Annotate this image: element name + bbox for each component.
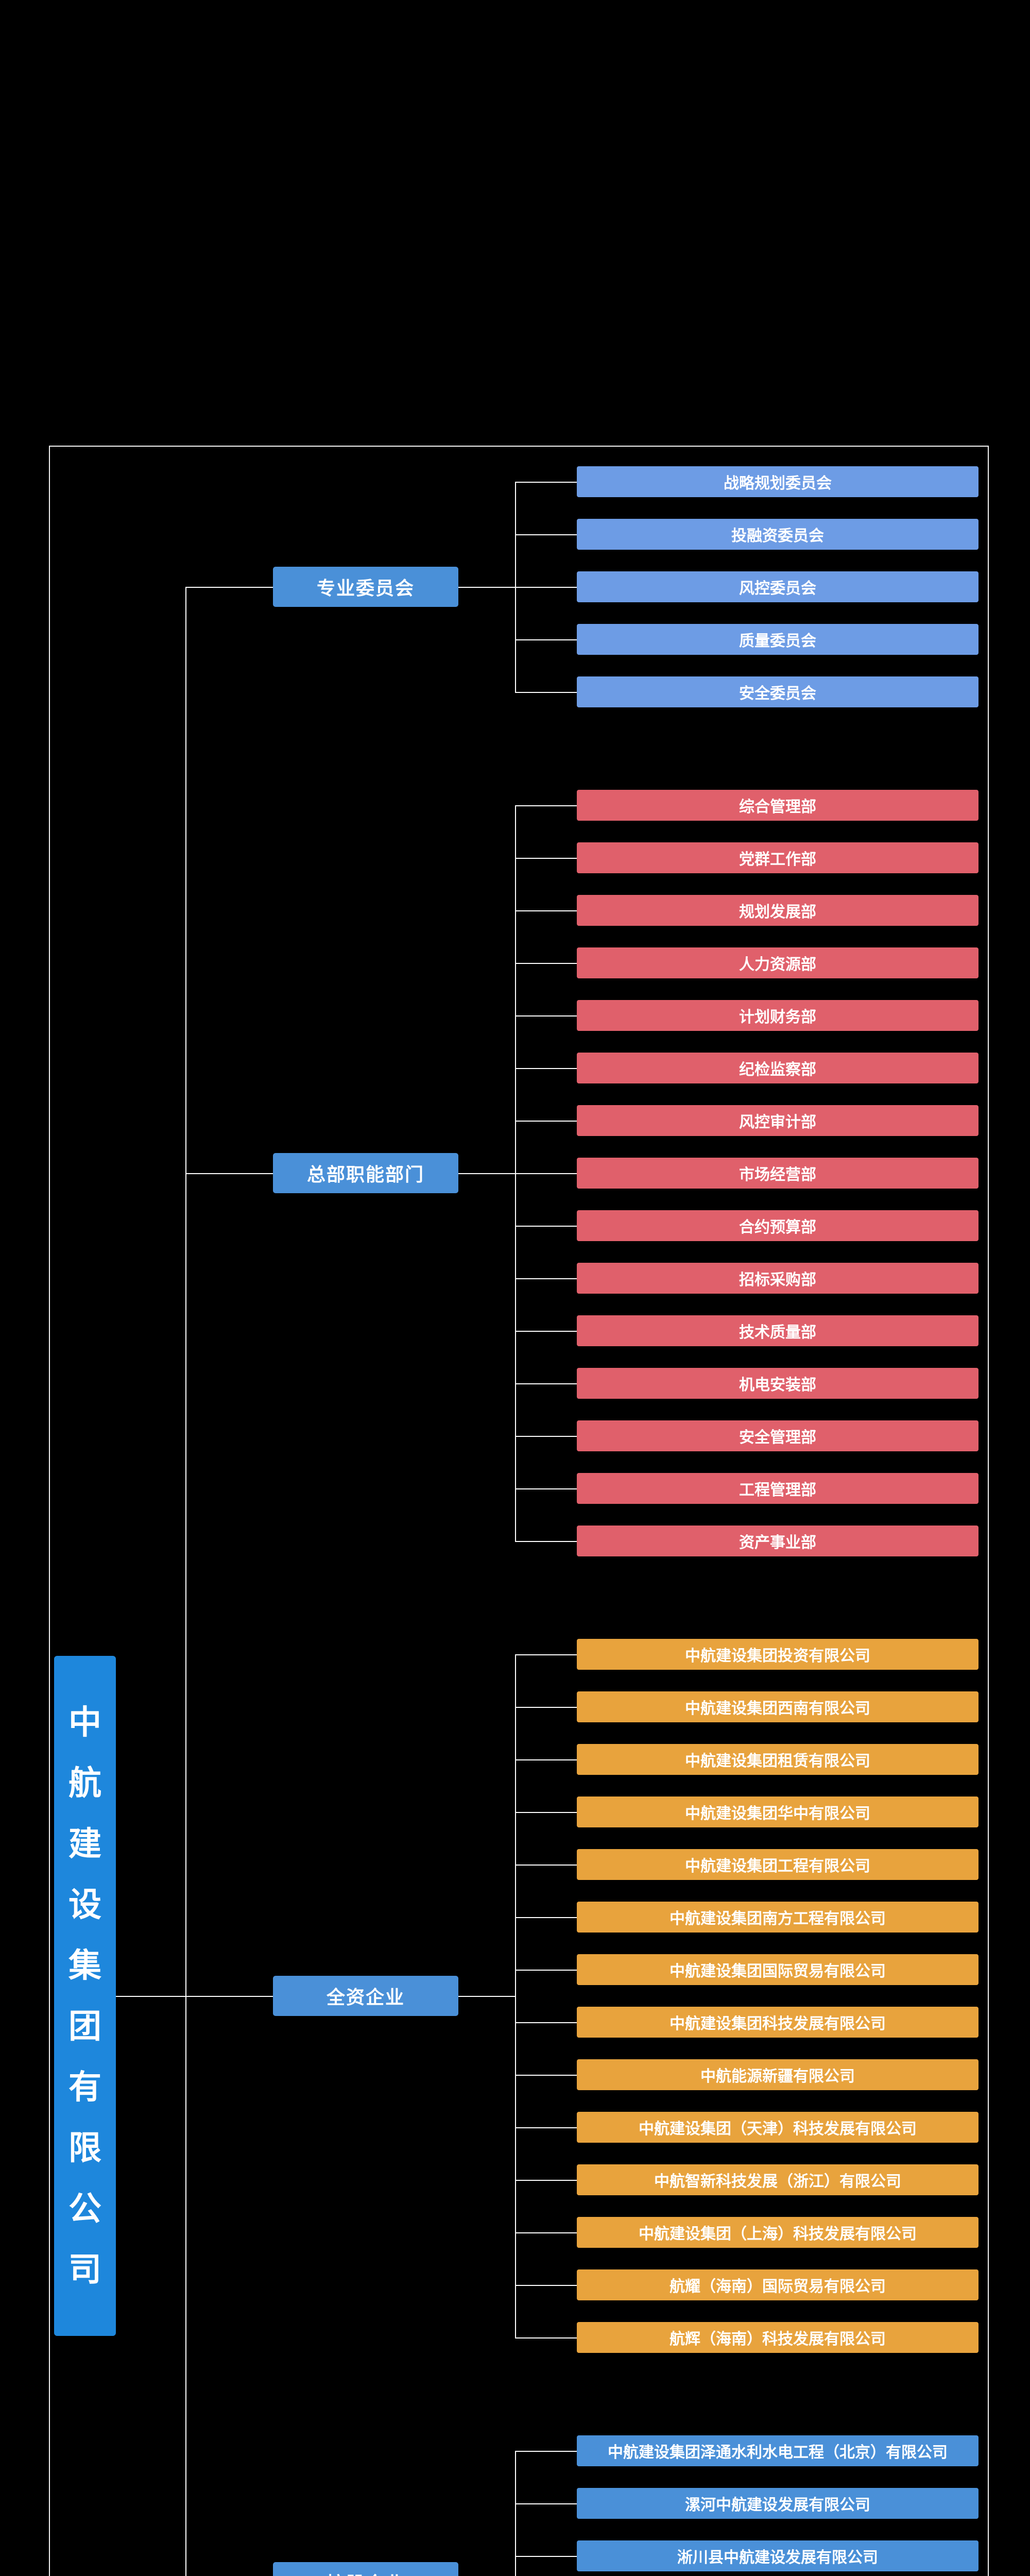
org-node: 漯河中航建设发展有限公司 (515, 2488, 978, 2519)
org-node: 规划发展部 (515, 895, 978, 926)
org-node: 工程管理部 (515, 1473, 978, 1504)
org-node: 中航建设集团投资有限公司 (515, 1639, 978, 1670)
org-node: 中航能源新疆有限公司 (515, 2059, 978, 2090)
org-node: 安全委员会 (515, 676, 978, 707)
org-node: 中航建设集团工程有限公司 (515, 1849, 978, 1880)
org-node: 中航建设集团泽通水利水电工程（北京）有限公司 (515, 2435, 978, 2466)
org-node: 航耀（海南）国际贸易有限公司 (515, 2269, 978, 2300)
org-node: 市场经营部 (515, 1158, 978, 1189)
org-node: 安全管理部 (515, 1420, 978, 1451)
chart-border (49, 446, 989, 2576)
org-node: 纪检监察部 (515, 1053, 978, 1083)
org-node: 中航建设集团国际贸易有限公司 (515, 1954, 978, 1985)
org-node: 中航建设集团华中有限公司 (515, 1797, 978, 1827)
org-node: 技术质量部 (515, 1315, 978, 1346)
org-node: 风控委员会 (515, 571, 978, 602)
children-list: 中航建设集团投资有限公司 中航建设集团西南有限公司 中航建设集团租赁有限公司 中… (515, 1639, 978, 2353)
org-node: 风控审计部 (515, 1105, 978, 1136)
root-node-label: 中航建设集团有限公司 (68, 1704, 101, 2288)
org-node: 中航建设集团科技发展有限公司 (515, 2007, 978, 2038)
org-node: 计划财务部 (515, 1000, 978, 1031)
org-node: 中航智新科技发展（浙江）有限公司 (515, 2164, 978, 2195)
category-wholly-owned-enterprises: 全资企业 (273, 1976, 515, 2016)
org-chart: 中航建设集团有限公司 专业委员会 战略规划委员会 投融资委员会 风控委员会 质量… (54, 466, 978, 2576)
children-list: 战略规划委员会 投融资委员会 风控委员会 质量委员会 安全委员会 (515, 466, 978, 707)
org-node: 战略规划委员会 (515, 466, 978, 497)
org-node: 中航建设集团租赁有限公司 (515, 1744, 978, 1775)
org-node: 航辉（海南）科技发展有限公司 (515, 2322, 978, 2353)
org-node: 人力资源部 (515, 947, 978, 978)
org-node: 合约预算部 (515, 1210, 978, 1241)
children-list: 综合管理部 党群工作部 规划发展部 人力资源部 计划财务部 纪检监察部 风控审计… (515, 790, 978, 1556)
org-node: 中航建设集团（天津）科技发展有限公司 (515, 2112, 978, 2143)
org-node: 机电安装部 (515, 1368, 978, 1399)
org-node: 招标采购部 (515, 1263, 978, 1294)
org-node: 质量委员会 (515, 624, 978, 655)
org-node: 中航建设集团南方工程有限公司 (515, 1902, 978, 1933)
category-holding-enterprises: 控股企业 (273, 2562, 458, 2576)
org-groups: 专业委员会 战略规划委员会 投融资委员会 风控委员会 质量委员会 安全委员会 总… (185, 466, 978, 2576)
category-hq-departments: 总部职能部门 (273, 1153, 515, 1193)
root-node: 中航建设集团有限公司 (54, 1656, 185, 2336)
children-list: 中航建设集团泽通水利水电工程（北京）有限公司 漯河中航建设发展有限公司 淅川县中… (515, 2435, 978, 2576)
group-wholly-owned-enterprises: 全资企业 中航建设集团投资有限公司 中航建设集团西南有限公司 中航建设集团租赁有… (185, 1639, 978, 2353)
org-node: 中航建设集团（上海）科技发展有限公司 (515, 2217, 978, 2248)
category-professional-committees: 专业委员会 (273, 567, 515, 607)
group-holding-enterprises: 控股企业 中航建设集团泽通水利水电工程（北京）有限公司 漯河中航建设发展有限公司… (185, 2435, 978, 2576)
org-node: 党群工作部 (515, 842, 978, 873)
org-node: 淅川县中航建设发展有限公司 (515, 2540, 978, 2571)
org-node: 综合管理部 (515, 790, 978, 821)
org-node: 投融资委员会 (515, 519, 978, 550)
org-node: 中航建设集团西南有限公司 (515, 1691, 978, 1722)
group-professional-committees: 专业委员会 战略规划委员会 投融资委员会 风控委员会 质量委员会 安全委员会 (185, 466, 978, 707)
org-node: 资产事业部 (515, 1526, 978, 1556)
group-hq-departments: 总部职能部门 综合管理部 党群工作部 规划发展部 人力资源部 计划财务部 纪检监… (185, 790, 978, 1556)
